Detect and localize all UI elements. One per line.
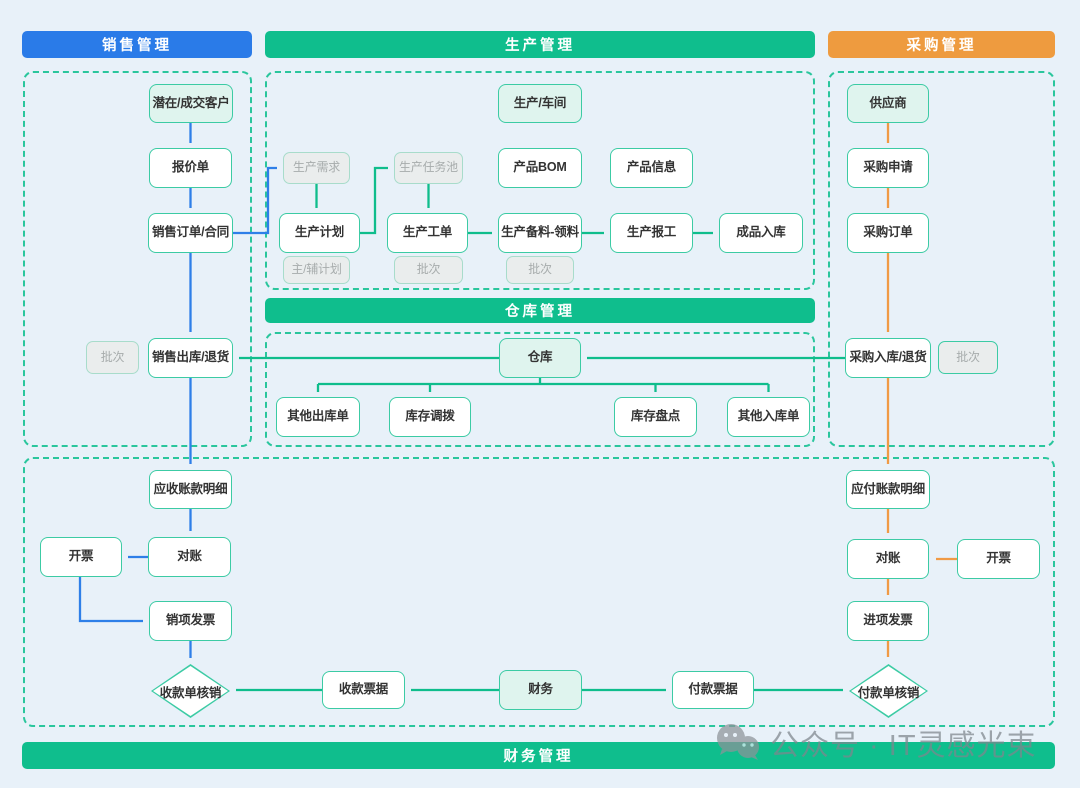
node-warehouse: 仓库 <box>499 338 581 378</box>
node-input-invoice: 进项发票 <box>847 601 929 641</box>
finance-region <box>23 457 1055 727</box>
node-receipt-note: 收款票据 <box>322 671 405 709</box>
node-stock-count: 库存盘点 <box>614 397 697 437</box>
warehouse-management-header: 仓库管理 <box>265 298 815 323</box>
node-sales-invoice: 销项发票 <box>149 601 232 641</box>
node-invoice-out: 开票 <box>40 537 122 577</box>
node-product-bom: 产品BOM <box>498 148 582 188</box>
node-sales-batch: 批次 <box>86 341 139 374</box>
node-recon-right: 对账 <box>847 539 929 579</box>
node-other-inbound: 其他入库单 <box>727 397 810 437</box>
node-workshop: 生产/车间 <box>498 84 582 123</box>
node-purchase-batch: 批次 <box>938 341 998 374</box>
node-payment-note: 付款票据 <box>672 671 754 709</box>
node-supplier: 供应商 <box>847 84 929 123</box>
watermark: 公众号 · IT灵感光束 <box>714 722 1037 764</box>
node-finance: 财务 <box>499 670 582 710</box>
purchasing-region <box>828 71 1055 447</box>
sales-management-header: 销售管理 <box>22 31 252 58</box>
node-prod-report: 生产报工 <box>610 213 693 253</box>
node-work-order: 生产工单 <box>387 213 468 253</box>
node-prod-plan: 生产计划 <box>279 213 360 253</box>
node-purchase-request: 采购申请 <box>847 148 929 188</box>
node-product-info: 产品信息 <box>610 148 693 188</box>
wechat-icon <box>717 724 759 760</box>
finance-management-header: 财务管理 <box>22 742 1055 769</box>
node-prod-demand: 生产需求 <box>283 152 350 184</box>
node-sales-outbound: 销售出库/退货 <box>148 338 233 378</box>
node-material-batch: 批次 <box>506 256 574 284</box>
node-invoice-in: 开票 <box>957 539 1040 579</box>
node-payment-writeoff: 付款单核销 <box>849 664 928 718</box>
warehouse-region <box>265 332 815 447</box>
node-receipt-writeoff: 收款单核销 <box>151 664 230 718</box>
watermark-text: 公众号 · IT灵感光束 <box>770 730 1037 762</box>
node-other-outbound: 其他出库单 <box>276 397 360 437</box>
production-management-header: 生产管理 <box>265 31 815 58</box>
node-main-aux-plan: 主/辅计划 <box>283 256 350 284</box>
node-stock-transfer: 库存调拨 <box>389 397 471 437</box>
node-sales-order: 销售订单/合同 <box>148 213 233 253</box>
node-wo-batch: 批次 <box>394 256 463 284</box>
node-customer: 潜在/成交客户 <box>149 84 233 123</box>
node-task-pool: 生产任务池 <box>394 152 463 184</box>
node-recon-left: 对账 <box>148 537 231 577</box>
purchasing-management-header: 采购管理 <box>828 31 1055 58</box>
node-finished-in: 成品入库 <box>719 213 803 253</box>
node-ar-detail: 应收账款明细 <box>149 470 232 509</box>
node-ap-detail: 应付账款明细 <box>846 470 930 509</box>
node-purchase-inbound: 采购入库/退货 <box>845 338 931 378</box>
diamond-label: 付款单核销 <box>857 685 920 700</box>
diamond-label: 收款单核销 <box>159 685 222 700</box>
node-quote: 报价单 <box>149 148 232 188</box>
node-material-prep: 生产备料-领料 <box>498 213 582 253</box>
sales-region <box>23 71 252 447</box>
node-purchase-order: 采购订单 <box>847 213 929 253</box>
